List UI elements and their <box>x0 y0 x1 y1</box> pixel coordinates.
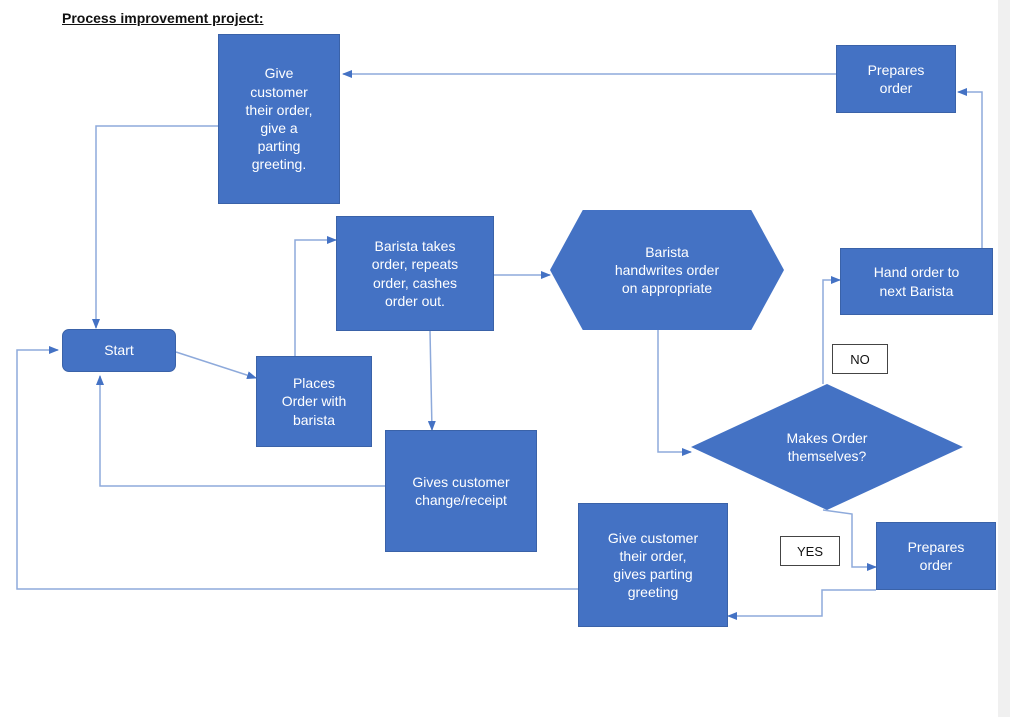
give-order-bottom-node: Give customer their order, gives parting… <box>578 503 728 627</box>
handwrites-node: Barista handwrites order on appropriate <box>550 210 784 330</box>
arrow-handwrites-to-decision <box>657 330 692 456</box>
start-node: Start <box>62 329 176 372</box>
takes-order-node: Barista takes order, repeats order, cash… <box>336 216 494 331</box>
arrow-decision-to-prepares-bottom <box>822 509 877 571</box>
places-order-node: Places Order with barista <box>256 356 372 447</box>
arrow-prepares-bottom-to-give-order-bottom <box>727 589 876 620</box>
arrow-give-order-bottom-to-start <box>16 346 578 590</box>
yes-label: YES <box>780 536 840 566</box>
page-title: Process improvement project: <box>62 10 264 26</box>
no-label: NO <box>832 344 888 374</box>
prepares-order-top-node: Prepares order <box>836 45 956 113</box>
arrow-decision-to-hand-order <box>822 276 841 384</box>
gives-change-node: Gives customer change/receipt <box>385 430 537 552</box>
arrow-places-order-to-takes-order <box>294 236 337 356</box>
scrollbar[interactable] <box>998 0 1010 717</box>
arrow-takes-order-to-gives-change <box>427 330 436 431</box>
hand-order-node: Hand order to next Barista <box>840 248 993 315</box>
arrow-give-order-top-to-start <box>92 125 218 329</box>
prepares-order-bottom-node: Prepares order <box>876 522 996 590</box>
arrow-hand-order-to-prepares-top <box>957 88 983 248</box>
arrow-start-to-places-order <box>175 351 257 380</box>
give-order-top-node: Give customer their order, give a partin… <box>218 34 340 204</box>
arrow-gives-change-to-start <box>96 375 385 487</box>
